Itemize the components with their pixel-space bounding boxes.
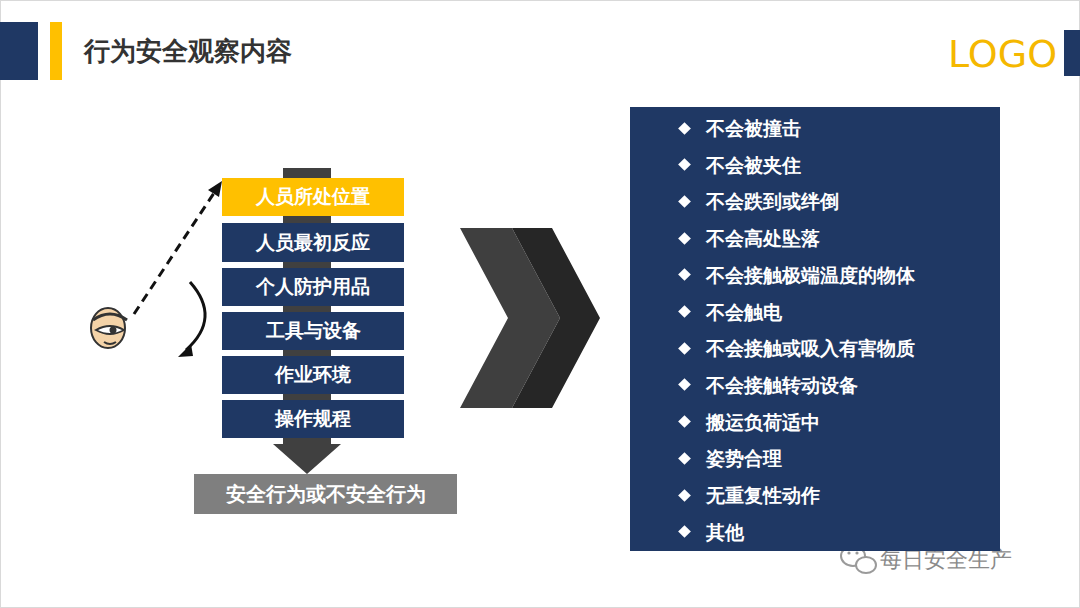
bullet-diamond <box>678 122 691 135</box>
checklist-item: 不会被夹住 <box>706 150 801 180</box>
result-box: 安全行为或不安全行为 <box>194 474 457 514</box>
bullet-diamond <box>678 268 691 281</box>
box-label: 作业环境 <box>275 362 351 388</box>
eye-icon <box>91 308 127 348</box>
bullet-diamond <box>678 158 691 171</box>
checklist-item: 无重复性动作 <box>706 480 820 510</box>
observation-box: 工具与设备 <box>222 312 404 350</box>
checklist-item: 不会触电 <box>706 297 782 327</box>
checklist-item: 不会高处坠落 <box>706 223 820 253</box>
chevron <box>512 228 600 408</box>
scan-arc <box>186 282 205 350</box>
logo-bar <box>1064 30 1080 76</box>
bullet-diamond <box>678 525 691 538</box>
box-label: 操作规程 <box>275 406 351 432</box>
flow-arrow-shape <box>273 436 341 474</box>
title-block <box>0 22 38 80</box>
checklist-panel: 不会被撞击不会被夹住不会跌到或绊倒不会高处坠落不会接触极端温度的物体不会触电不会… <box>630 107 1000 551</box>
bullet-diamond <box>678 232 691 245</box>
bullet-diamond <box>678 415 691 428</box>
logo-text: LOGO <box>948 32 1057 76</box>
checklist-item: 不会被撞击 <box>706 113 801 143</box>
observation-box: 个人防护用品 <box>222 268 404 306</box>
bullet-diamond <box>678 379 691 392</box>
bullet-diamond <box>678 342 691 355</box>
observation-box: 作业环境 <box>222 356 404 394</box>
checklist-item: 不会接触极端温度的物体 <box>706 260 915 290</box>
checklist-item: 其他 <box>706 517 744 547</box>
checklist-item: 不会接触或吸入有害物质 <box>706 333 915 363</box>
slide-title: 行为安全观察内容 <box>84 34 292 69</box>
bullet-diamond <box>678 195 691 208</box>
bullet-diamond <box>678 452 691 465</box>
flow-arrow <box>273 436 341 474</box>
box-label: 安全行为或不安全行为 <box>226 481 426 508</box>
observation-box: 人员所处位置 <box>222 178 404 216</box>
checklist-item: 姿势合理 <box>706 443 782 473</box>
box-label: 人员最初反应 <box>256 230 370 256</box>
checklist-item: 搬运负荷适中 <box>706 407 820 437</box>
bullet-diamond <box>678 489 691 502</box>
observation-box: 人员最初反应 <box>222 223 404 262</box>
checklist-item: 不会接触转动设备 <box>706 370 858 400</box>
box-label: 工具与设备 <box>266 318 361 344</box>
sight-arrowhead <box>208 181 222 197</box>
observation-box: 操作规程 <box>222 400 404 438</box>
title-accent <box>50 22 62 80</box>
bullet-diamond <box>678 305 691 318</box>
checklist-item: 不会跌到或绊倒 <box>706 186 839 216</box>
box-label: 个人防护用品 <box>256 274 370 300</box>
box-label: 人员所处位置 <box>256 184 370 210</box>
scan-arrowhead <box>178 344 193 357</box>
sight-line <box>134 190 216 314</box>
